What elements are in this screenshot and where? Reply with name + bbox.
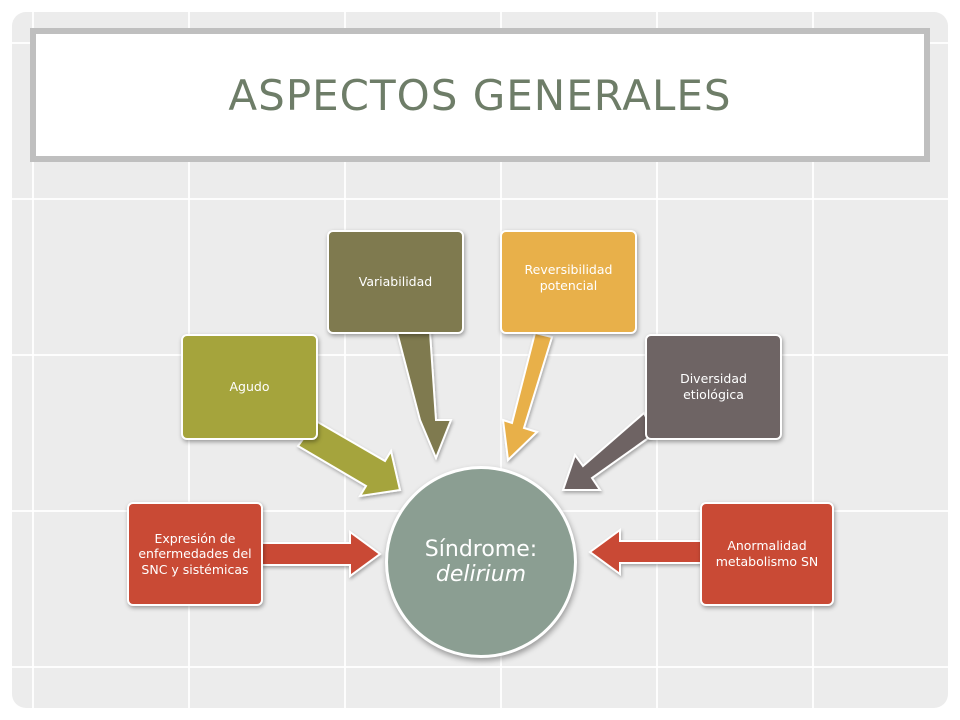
node-agudo-label: Agudo <box>229 379 270 395</box>
title-box: Aspectos generales <box>30 28 930 162</box>
arrow-expresion <box>261 530 382 578</box>
node-diversidad-label: Diversidad etiológica <box>680 371 747 402</box>
node-expresion-label: Expresión de enfermedades del SNC y sist… <box>138 530 252 577</box>
arrow-agudo <box>296 419 402 498</box>
node-diversidad: Diversidad etiológica <box>645 334 782 440</box>
slide-title: Aspectos generales <box>228 70 732 120</box>
arrow-anormalidad <box>588 528 707 576</box>
arrow-reversibilidad <box>501 331 554 463</box>
node-anormalidad: Anormalidad metabolismo SN <box>700 502 834 606</box>
node-agudo: Agudo <box>181 334 318 440</box>
node-anormalidad-label: Anormalidad metabolismo SN <box>715 538 819 569</box>
center-line1: Síndrome: <box>424 537 538 562</box>
node-expresion: Expresión de enfermedades del SNC y sist… <box>127 502 263 606</box>
node-variabilidad: Variabilidad <box>327 230 464 334</box>
node-variabilidad-label: Variabilidad <box>358 274 433 290</box>
arrow-variabilidad <box>395 331 453 461</box>
center-circle: Síndrome: delirium <box>385 466 577 658</box>
node-reversibilidad-label: Reversibilidad potencial <box>524 262 613 293</box>
node-reversibilidad: Reversibilidad potencial <box>500 230 637 334</box>
center-line2: delirium <box>435 562 527 587</box>
arrow-diversidad <box>561 411 656 491</box>
